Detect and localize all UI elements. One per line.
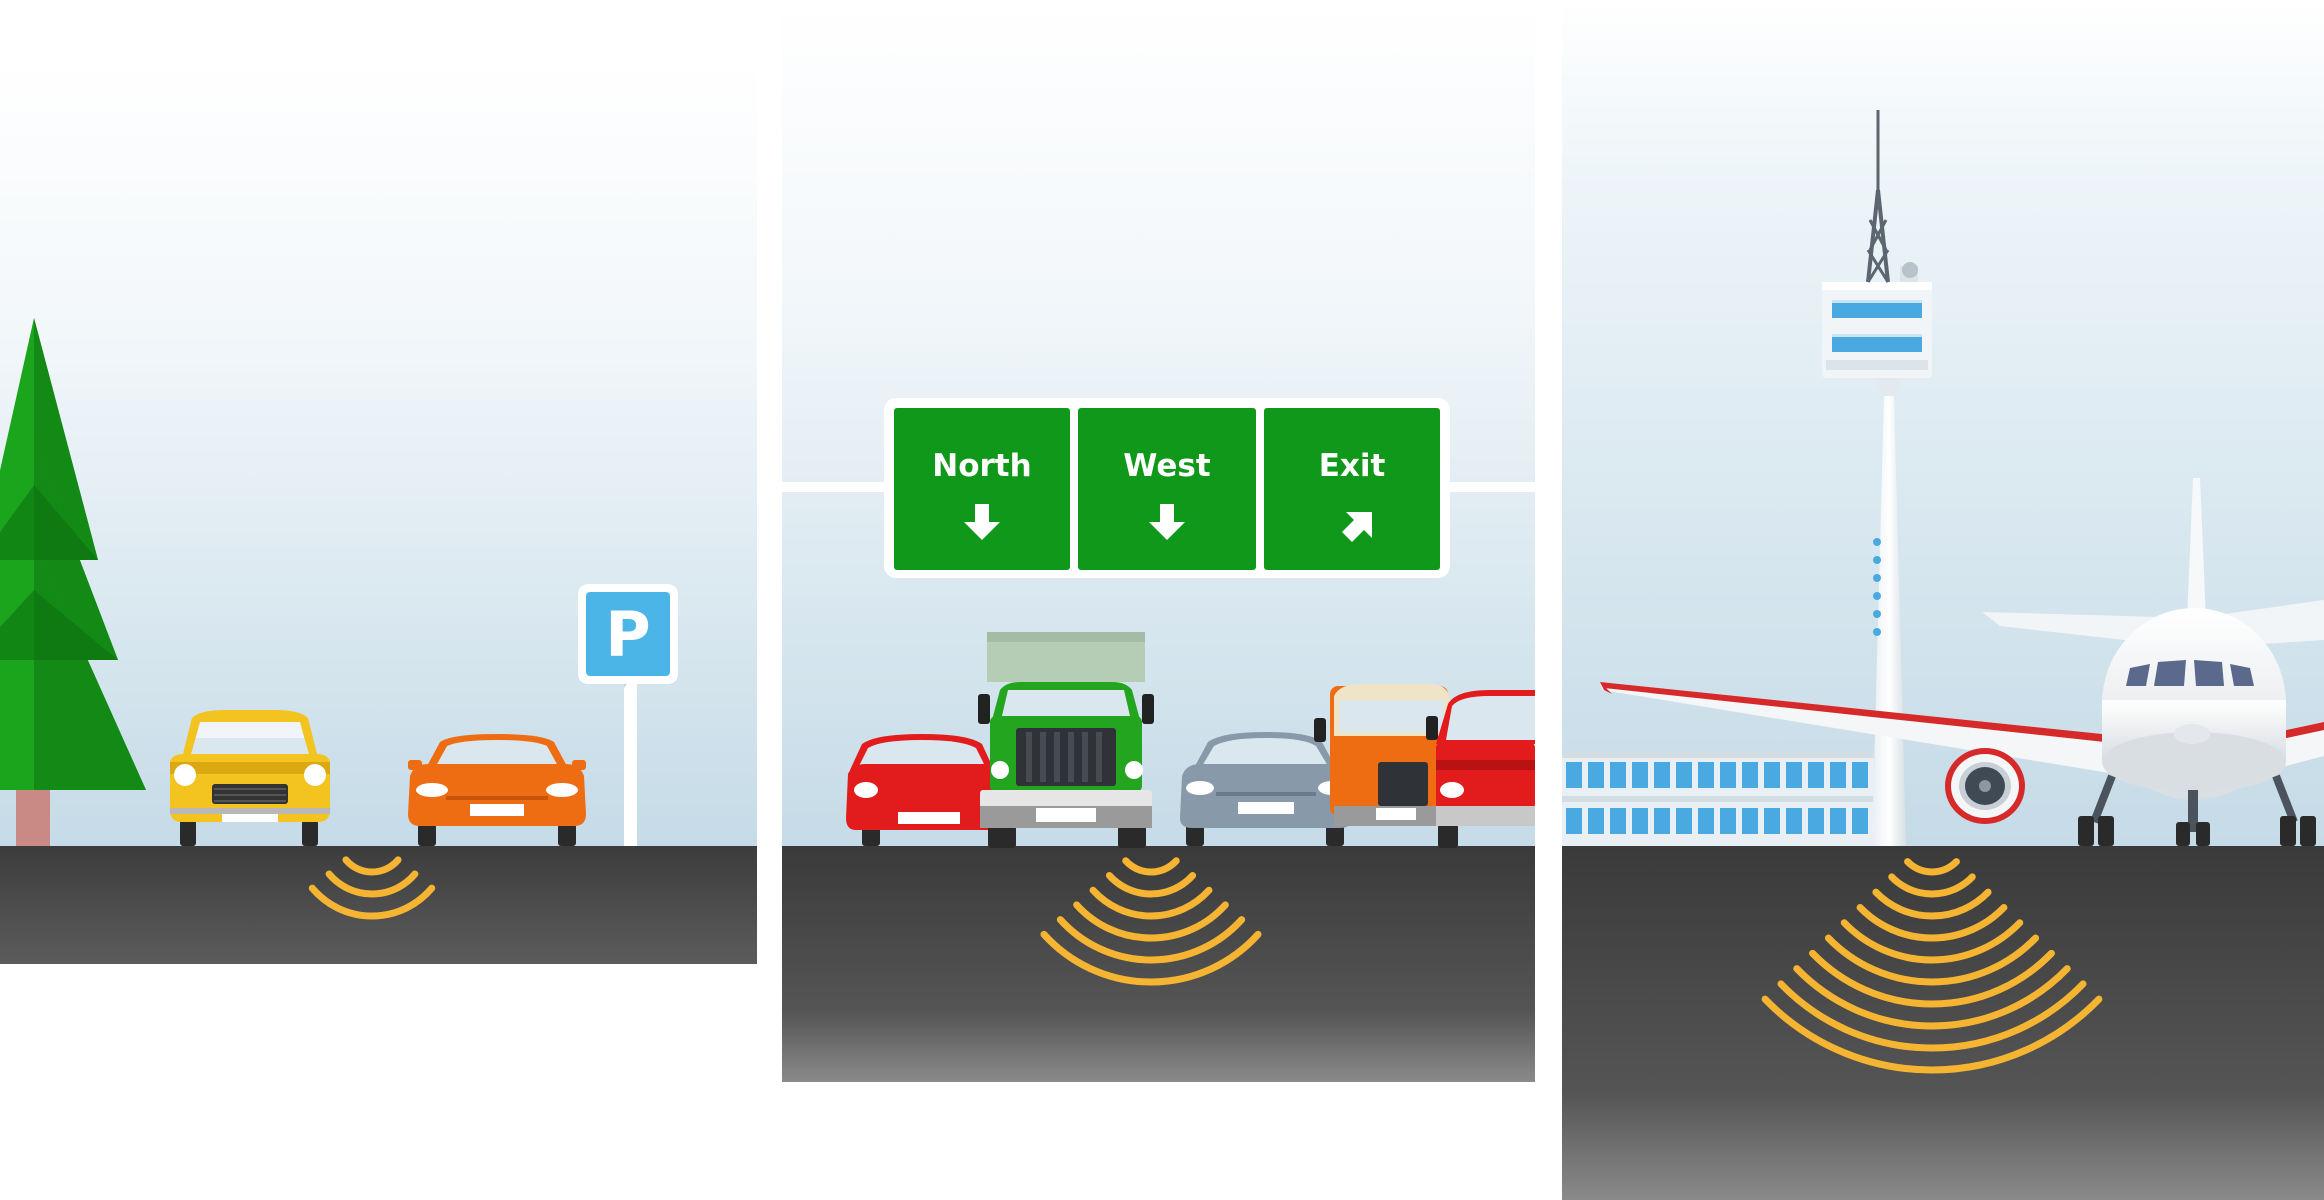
pine-tree — [0, 318, 146, 846]
sign-panel-exit: Exit — [1264, 408, 1440, 570]
signal-arc — [1122, 857, 1180, 876]
terminal-window — [1698, 808, 1714, 834]
signal-arc — [1777, 980, 2087, 1052]
sign-label-north: North — [932, 448, 1031, 484]
car-red-left — [846, 734, 1004, 846]
panel-parking: P — [0, 60, 757, 964]
terminal-window — [1742, 762, 1758, 788]
signal-arc — [325, 870, 419, 898]
sign-panel-west: West — [1078, 408, 1256, 570]
truck-orange — [1314, 684, 1450, 826]
car-yellow — [170, 710, 330, 846]
signal-arc — [1073, 901, 1229, 942]
terminal-window — [1676, 762, 1692, 788]
terminal-window — [1830, 808, 1846, 834]
airplane — [1600, 478, 2324, 846]
terminal-window — [1588, 808, 1604, 834]
panel-airport — [1562, 0, 2324, 1200]
signal-arc — [1856, 903, 2008, 942]
signal-arc — [1840, 919, 2024, 964]
signal-arc — [1824, 934, 2040, 986]
signal-waves-medium — [1040, 857, 1262, 986]
signal-arc — [1793, 965, 2071, 1030]
sign-label-exit: Exit — [1319, 448, 1386, 484]
tower-light — [1873, 628, 1881, 636]
terminal-window — [1808, 762, 1824, 788]
signal-waves-large — [1761, 858, 2103, 1074]
terminal-window — [1654, 762, 1670, 788]
signal-arc — [1040, 930, 1262, 986]
tower-light — [1873, 574, 1881, 582]
terminal-window — [1566, 808, 1582, 834]
signal-arc — [1089, 886, 1213, 920]
terminal-window — [1720, 808, 1736, 834]
terminal-window — [1786, 808, 1802, 834]
car-orange — [408, 734, 586, 846]
terminal-window — [1852, 808, 1868, 834]
signal-arc — [342, 856, 402, 876]
arrow-up-right-icon — [1342, 512, 1372, 542]
terminal-window — [1764, 808, 1780, 834]
terminal-window — [1588, 762, 1604, 788]
terminal-window — [1632, 808, 1648, 834]
terminal-window — [1676, 808, 1692, 834]
engine-left — [1945, 748, 2025, 824]
signal-arc — [1105, 871, 1197, 898]
arrow-down-icon — [1149, 504, 1185, 540]
panel-highway: North West Exit — [782, 0, 1535, 1082]
panel-highway-road — [782, 846, 1535, 1082]
signal-waves-small — [308, 856, 436, 920]
tower-light — [1873, 610, 1881, 618]
tower-light — [1873, 592, 1881, 600]
sign-label-west: West — [1123, 448, 1211, 484]
signal-arc — [1904, 858, 1960, 876]
tower-light — [1873, 538, 1881, 546]
terminal-window — [1566, 762, 1582, 788]
terminal-window — [1742, 808, 1758, 834]
terminal-window — [1764, 762, 1780, 788]
car-silver — [1180, 732, 1352, 846]
terminal-window — [1786, 762, 1802, 788]
terminal-window — [1610, 808, 1626, 834]
panel-parking-road — [0, 846, 757, 964]
car-red-right — [1426, 690, 1535, 848]
signal-arc — [1872, 888, 1992, 920]
terminal-window — [1720, 762, 1736, 788]
signal-arc — [308, 884, 436, 920]
terminal-window — [1654, 808, 1670, 834]
arrow-down-icon — [964, 504, 1000, 540]
truck-green — [978, 632, 1154, 848]
signal-arc — [1888, 873, 1976, 898]
terminal-window — [1610, 762, 1626, 788]
signal-arc — [1809, 949, 2055, 1008]
terminal-window — [1830, 762, 1846, 788]
terminal-window — [1632, 762, 1648, 788]
tower-light — [1873, 556, 1881, 564]
signal-arc — [1761, 995, 2103, 1074]
terminal-building — [1562, 752, 1874, 846]
terminal-window — [1698, 762, 1714, 788]
signal-arc — [1056, 916, 1246, 964]
sign-panel-north: North — [894, 408, 1070, 570]
terminal-window — [1852, 762, 1868, 788]
parking-sign-letter: P — [605, 598, 650, 671]
terminal-window — [1808, 808, 1824, 834]
antenna-mast — [1866, 110, 1890, 283]
landing-gear — [2078, 774, 2316, 846]
parking-sign: P — [578, 584, 678, 846]
